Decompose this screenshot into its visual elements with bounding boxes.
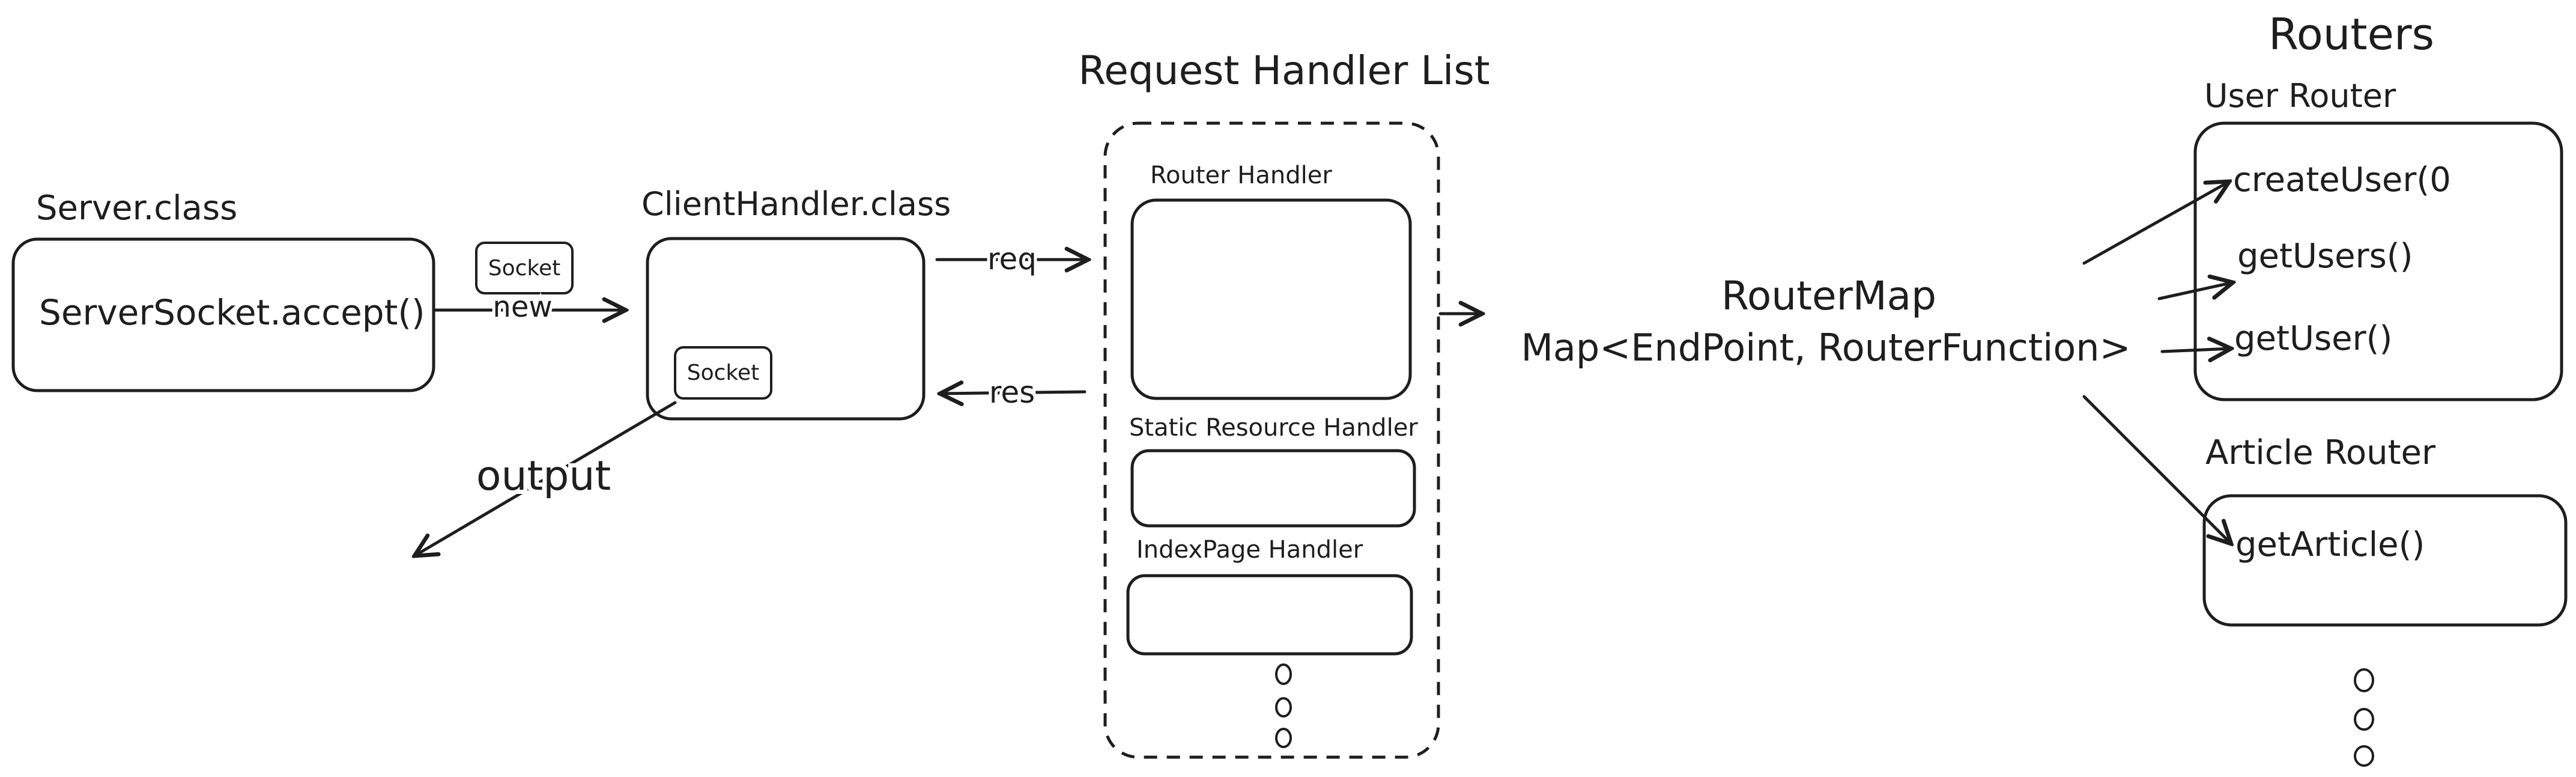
routers-title: Routers: [2268, 9, 2434, 59]
article-router-title: Article Router: [2205, 433, 2436, 472]
request-handler-list-container: [1103, 121, 1440, 759]
more-handlers-ellipsis: [1275, 663, 1292, 748]
user-router-function: createUser(0: [2233, 160, 2451, 200]
user-router-function: getUser(): [2234, 319, 2392, 358]
static-resource-handler-label: Static Resource Handler: [1129, 414, 1418, 442]
map-to-createuser-arrow: [2082, 181, 2229, 265]
routermap-title: RouterMap: [1721, 273, 1936, 319]
server-title: Server.class: [36, 189, 237, 228]
user-router-function: getUsers(): [2237, 237, 2413, 276]
map-to-getusers-arrow: [2157, 282, 2233, 300]
res-arrow: [940, 392, 1086, 394]
routermap-type: Map<EndPoint, RouterFunction>: [1521, 326, 2130, 370]
user-router-title: User Router: [2204, 77, 2396, 115]
article-router-function: getArticle(): [2235, 525, 2425, 564]
req-label: req: [987, 242, 1037, 276]
request-handler-list-title: Request Handler List: [1078, 47, 1490, 94]
indexpage-handler-label: IndexPage Handler: [1136, 536, 1363, 564]
socket-label: Socket: [488, 256, 561, 281]
output-arrow: [414, 401, 677, 556]
client-title: ClientHandler.class: [641, 185, 951, 223]
map-to-getarticle-arrow: [2082, 395, 2231, 544]
output-label: output: [476, 452, 611, 500]
client-box: [646, 237, 926, 421]
server-method: ServerSocket.accept(): [39, 292, 425, 333]
map-to-getuser-arrow: [2160, 349, 2231, 352]
client-socket-box: [674, 346, 772, 400]
article-router-box: [2202, 494, 2568, 627]
res-label: res: [989, 375, 1035, 410]
indexpage-handler-box: [1126, 574, 1413, 656]
socket-box: [475, 242, 574, 294]
static-resource-handler-box: [1130, 449, 1416, 528]
router-handler-label: Router Handler: [1150, 162, 1332, 189]
client-socket-label: Socket: [687, 361, 760, 385]
server-box: [11, 237, 435, 392]
user-router-box: [2193, 121, 2563, 401]
new-label: new: [492, 290, 552, 324]
router-handler-box: [1130, 198, 1412, 400]
more-routers-ellipsis: [2354, 668, 2374, 767]
